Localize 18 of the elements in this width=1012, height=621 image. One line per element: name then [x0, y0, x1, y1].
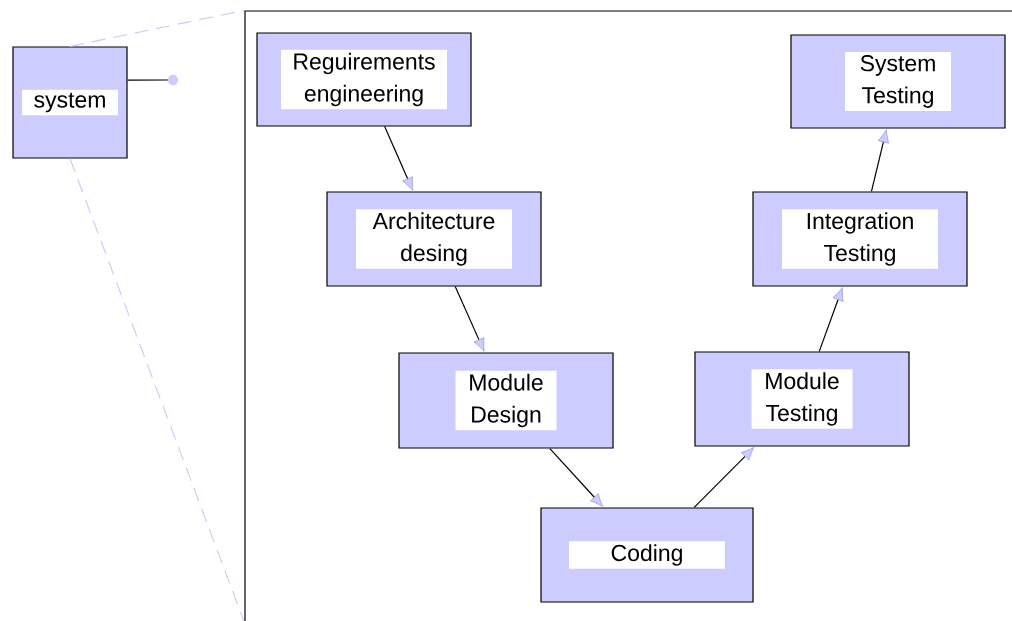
process-box: Coding: [540, 507, 754, 603]
process-box: Integration Testing: [752, 191, 968, 287]
zoom-line: [69, 158, 245, 621]
zoom-line: [69, 9, 245, 47]
arrow: [549, 448, 604, 507]
process-box: Reguirements engineering: [256, 32, 472, 127]
arrow: [454, 286, 485, 352]
arrow: [384, 126, 414, 191]
arrow: [818, 287, 844, 352]
process-box: Architecture desing: [326, 191, 542, 287]
arrow: [693, 447, 755, 508]
system-box: system: [12, 46, 128, 159]
frame-box: [244, 10, 1012, 621]
process-box: Module Design: [398, 352, 614, 449]
connector-line: [127, 79, 169, 81]
arrow: [870, 129, 889, 192]
process-box: System Testing: [790, 34, 1006, 129]
process-box: Module Testing: [694, 351, 910, 447]
